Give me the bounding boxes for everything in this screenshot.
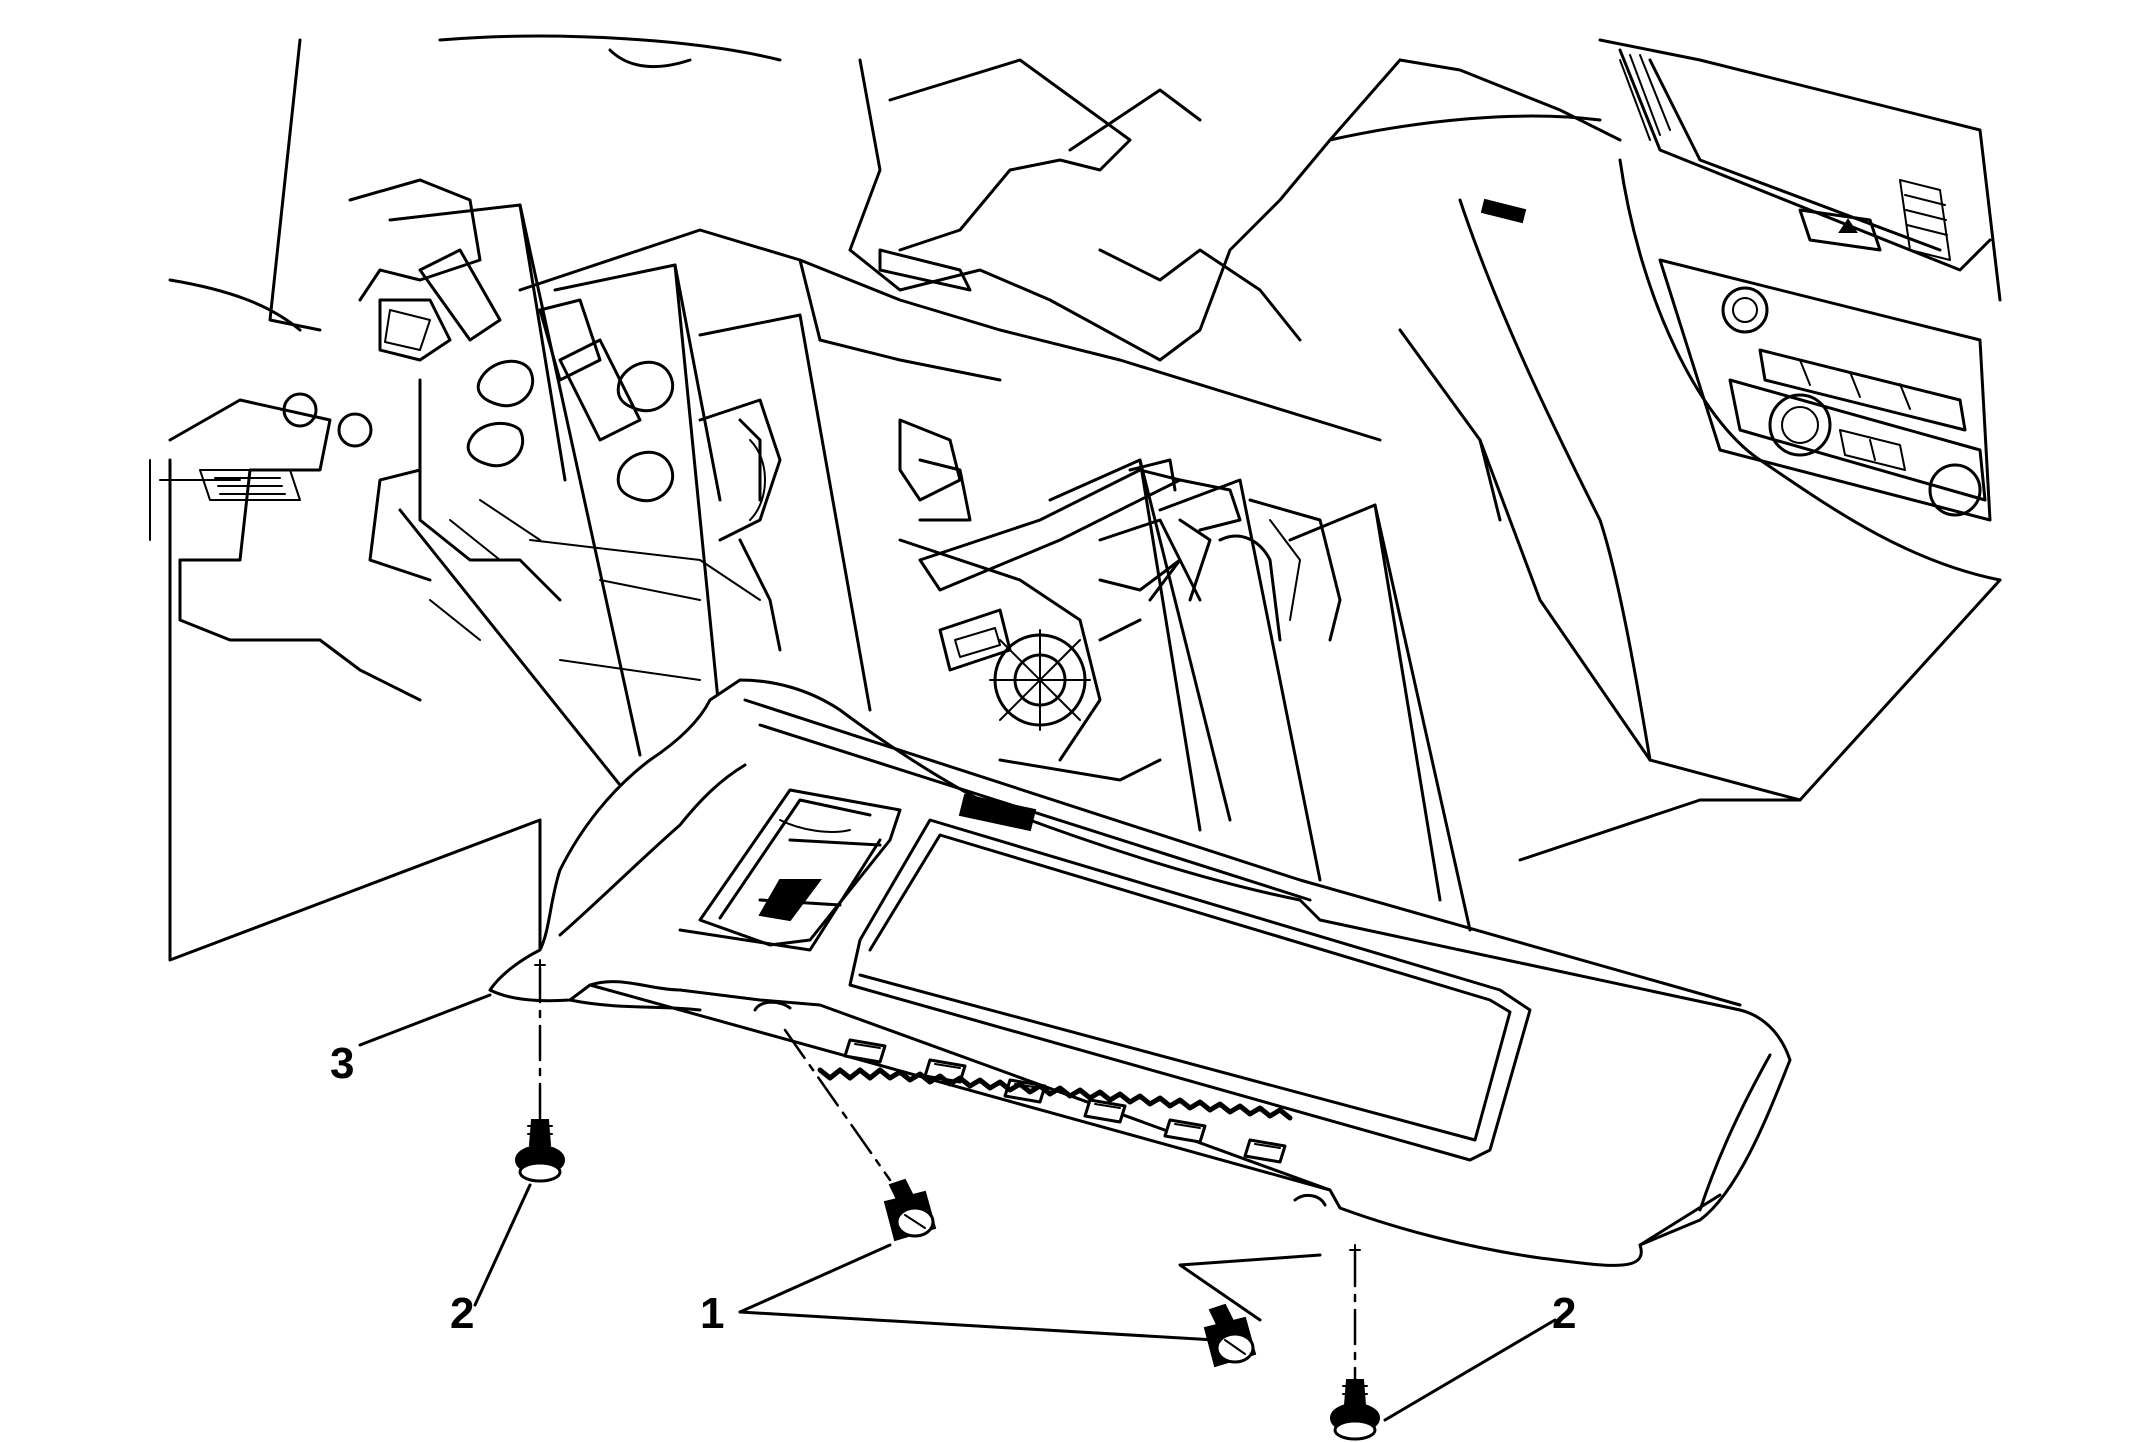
callout-2-right: 2	[1552, 1289, 1576, 1338]
callout-3: 3	[330, 1039, 354, 1088]
guide-lines	[168, 203, 1472, 962]
screw-2-left	[515, 1119, 565, 1183]
callout-2-left: 2	[450, 1289, 474, 1338]
callout-1: 1	[700, 1289, 724, 1338]
dashboard-background	[149, 34, 2002, 862]
switch-buttons	[843, 1038, 1287, 1164]
leader-lines	[358, 993, 1557, 1422]
bolt-1-upper	[883, 1178, 937, 1242]
bolt-1-lower	[1203, 1303, 1257, 1368]
knee-bolster-trim-panel	[488, 678, 1792, 1267]
fastener-lines	[538, 966, 1357, 1382]
screw-2-right	[1330, 1379, 1380, 1441]
